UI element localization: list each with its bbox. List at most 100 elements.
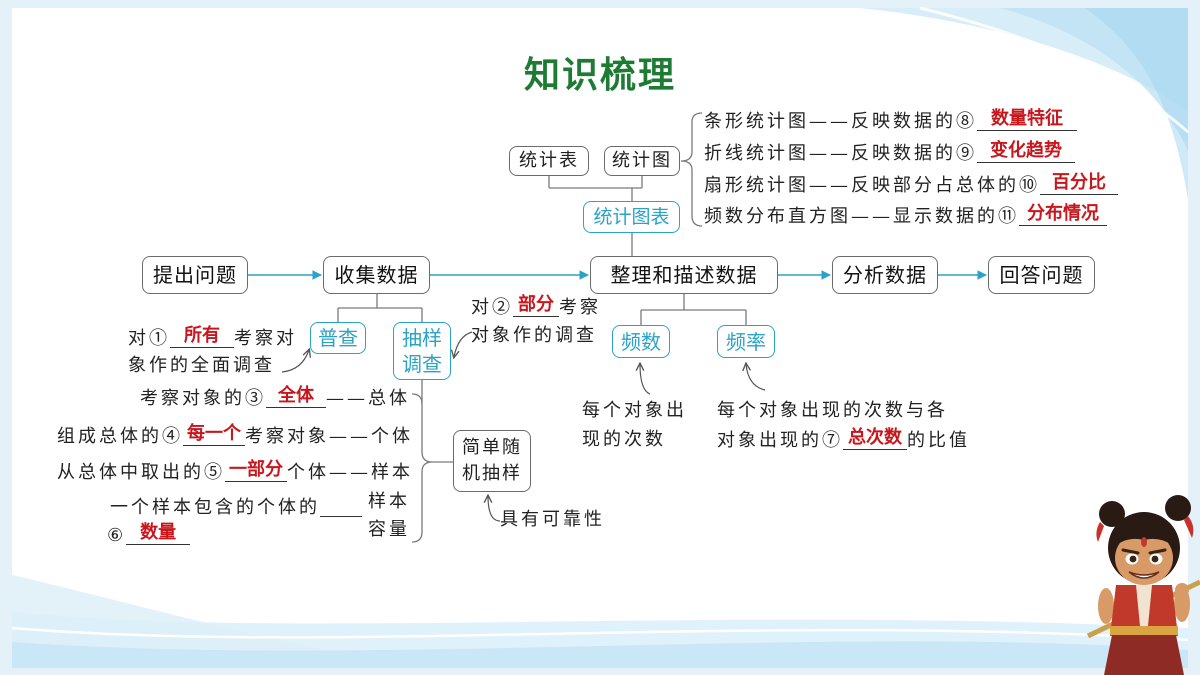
belt <box>1110 626 1178 635</box>
page-title: 知识梳理 <box>523 55 676 96</box>
top-right-wave <box>1085 8 1188 200</box>
top-right-wave-highlight <box>919 6 1189 134</box>
answer-blank: 分布情况 <box>1019 204 1107 226</box>
sampling-concepts-brace <box>411 393 433 543</box>
relative-frequency-note-after: 的比值 <box>907 430 970 451</box>
reliability-note: 具有可靠性 <box>500 509 605 530</box>
connector-dash <box>320 515 362 517</box>
bottom-wave <box>12 641 1188 668</box>
simple-random-sampling-line1: 简单随 <box>462 437 522 458</box>
relative-frequency-box: 频率 <box>717 325 775 358</box>
pupil-right <box>1151 555 1159 563</box>
concept-before: 一个样本包含的个体的 <box>110 497 320 518</box>
bottom-wave-highlight <box>11 626 1189 642</box>
answer-blank: 部分 <box>513 295 559 317</box>
forehead-mark <box>1141 537 1147 547</box>
flow-step-answer-question: 回答问题 <box>988 256 1095 294</box>
census-note-arrow <box>281 350 309 373</box>
concept-before: 考察对象的③ <box>140 388 266 409</box>
frequency-note-arrow <box>640 364 651 395</box>
grin <box>1128 571 1160 579</box>
frequency-note-line1: 每个对象出 <box>582 400 687 421</box>
pupil-left <box>1129 555 1137 563</box>
census-box: 普查 <box>310 322 366 354</box>
statistics-chart-table-box: 统计图表 <box>583 201 680 233</box>
answer-blank: 总次数 <box>843 428 907 450</box>
hair-bun-left <box>1099 501 1125 527</box>
answer-blank: 所有 <box>170 326 234 348</box>
chart-type-description: 折线统计图——反映数据的⑨ <box>704 143 977 164</box>
cartoon-character-illustration <box>1086 495 1200 675</box>
arm-left <box>1098 588 1114 624</box>
answer-blank: 百分比 <box>1040 173 1118 195</box>
answer-blank: 变化趋势 <box>977 141 1075 163</box>
answer-blank: 数量 <box>126 523 191 545</box>
concept-sample-size-line1: 一个样本包含的个体的 <box>110 496 362 520</box>
sampling-survey-label-line1: 抽样 <box>402 326 442 350</box>
ribbon-left <box>1096 522 1104 542</box>
pants <box>1104 635 1184 675</box>
sample-size-term-line2: 容量 <box>368 519 410 540</box>
census-note-line2: 象作的全面调查 <box>128 355 275 376</box>
statistics-table-box: 统计表 <box>509 146 589 176</box>
answer-blank: 数量特征 <box>977 109 1077 131</box>
sampling-survey-label-line2: 调查 <box>402 352 442 376</box>
concept-after: 考察对象——个体 <box>245 426 413 447</box>
concept-before: 组成总体的④ <box>57 426 183 447</box>
sampling-note-line2: 对象作的调查 <box>471 325 597 346</box>
shirt <box>1136 585 1152 626</box>
flow-step-collect-data: 收集数据 <box>323 256 430 294</box>
answer-blank: 全体 <box>266 386 326 408</box>
chart-types-brace <box>680 112 703 227</box>
relative-frequency-note-before: 对象出现的⑦ <box>717 430 843 451</box>
census-note-after: 考察对 <box>234 328 297 349</box>
flow-step-organize-describe-data: 整理和描述数据 <box>590 256 778 294</box>
chart-type-description: 频数分布直方图——显示数据的⑪ <box>704 206 1019 227</box>
concept-after: ——总体 <box>326 388 410 409</box>
fist <box>1175 583 1189 597</box>
census-note-before: 对① <box>128 328 170 349</box>
hair-bun-right <box>1165 495 1191 521</box>
simple-random-sampling-line2: 机抽样 <box>462 463 522 484</box>
flow-step-analyze-data: 分析数据 <box>832 256 938 294</box>
eyebrow-left <box>1121 548 1140 555</box>
simple-random-sampling-box: 简单随 机抽样 <box>453 430 531 492</box>
sample-size-term-line1: 样本 <box>368 491 410 512</box>
sampling-note-after: 考察 <box>559 297 601 318</box>
sampling-note-arrow <box>454 331 473 357</box>
content-area <box>12 8 1188 668</box>
frequency-box: 频数 <box>612 325 670 358</box>
concept-before: 从总体中取出的⑤ <box>57 462 225 483</box>
eyebrow-right <box>1148 548 1167 555</box>
answer-blank: 一部分 <box>225 460 287 482</box>
relative-frequency-note-arrow <box>746 364 766 391</box>
answer-blank: 每一个 <box>183 424 245 446</box>
sample-size-term: 样本 容量 <box>368 488 410 544</box>
relative-frequency-note-line1: 每个对象出现的次数与各 <box>717 400 948 421</box>
flow-step-ask-question: 提出问题 <box>142 256 248 294</box>
concept-after: 个体——样本 <box>287 462 413 483</box>
ribbon-right <box>1184 516 1194 538</box>
sampling-survey-box: 抽样 调查 <box>393 322 451 380</box>
frequency-note-line2: 现的次数 <box>582 429 666 450</box>
concept-marker: ⑥ <box>107 525 127 546</box>
statistics-graph-box: 统计图 <box>604 146 680 176</box>
chart-type-description: 条形统计图——反映数据的⑧ <box>704 111 977 132</box>
chart-type-description: 扇形统计图——反映部分占总体的⑩ <box>704 175 1040 196</box>
sampling-note-before: 对② <box>471 297 513 318</box>
reliability-arrow <box>488 496 501 522</box>
